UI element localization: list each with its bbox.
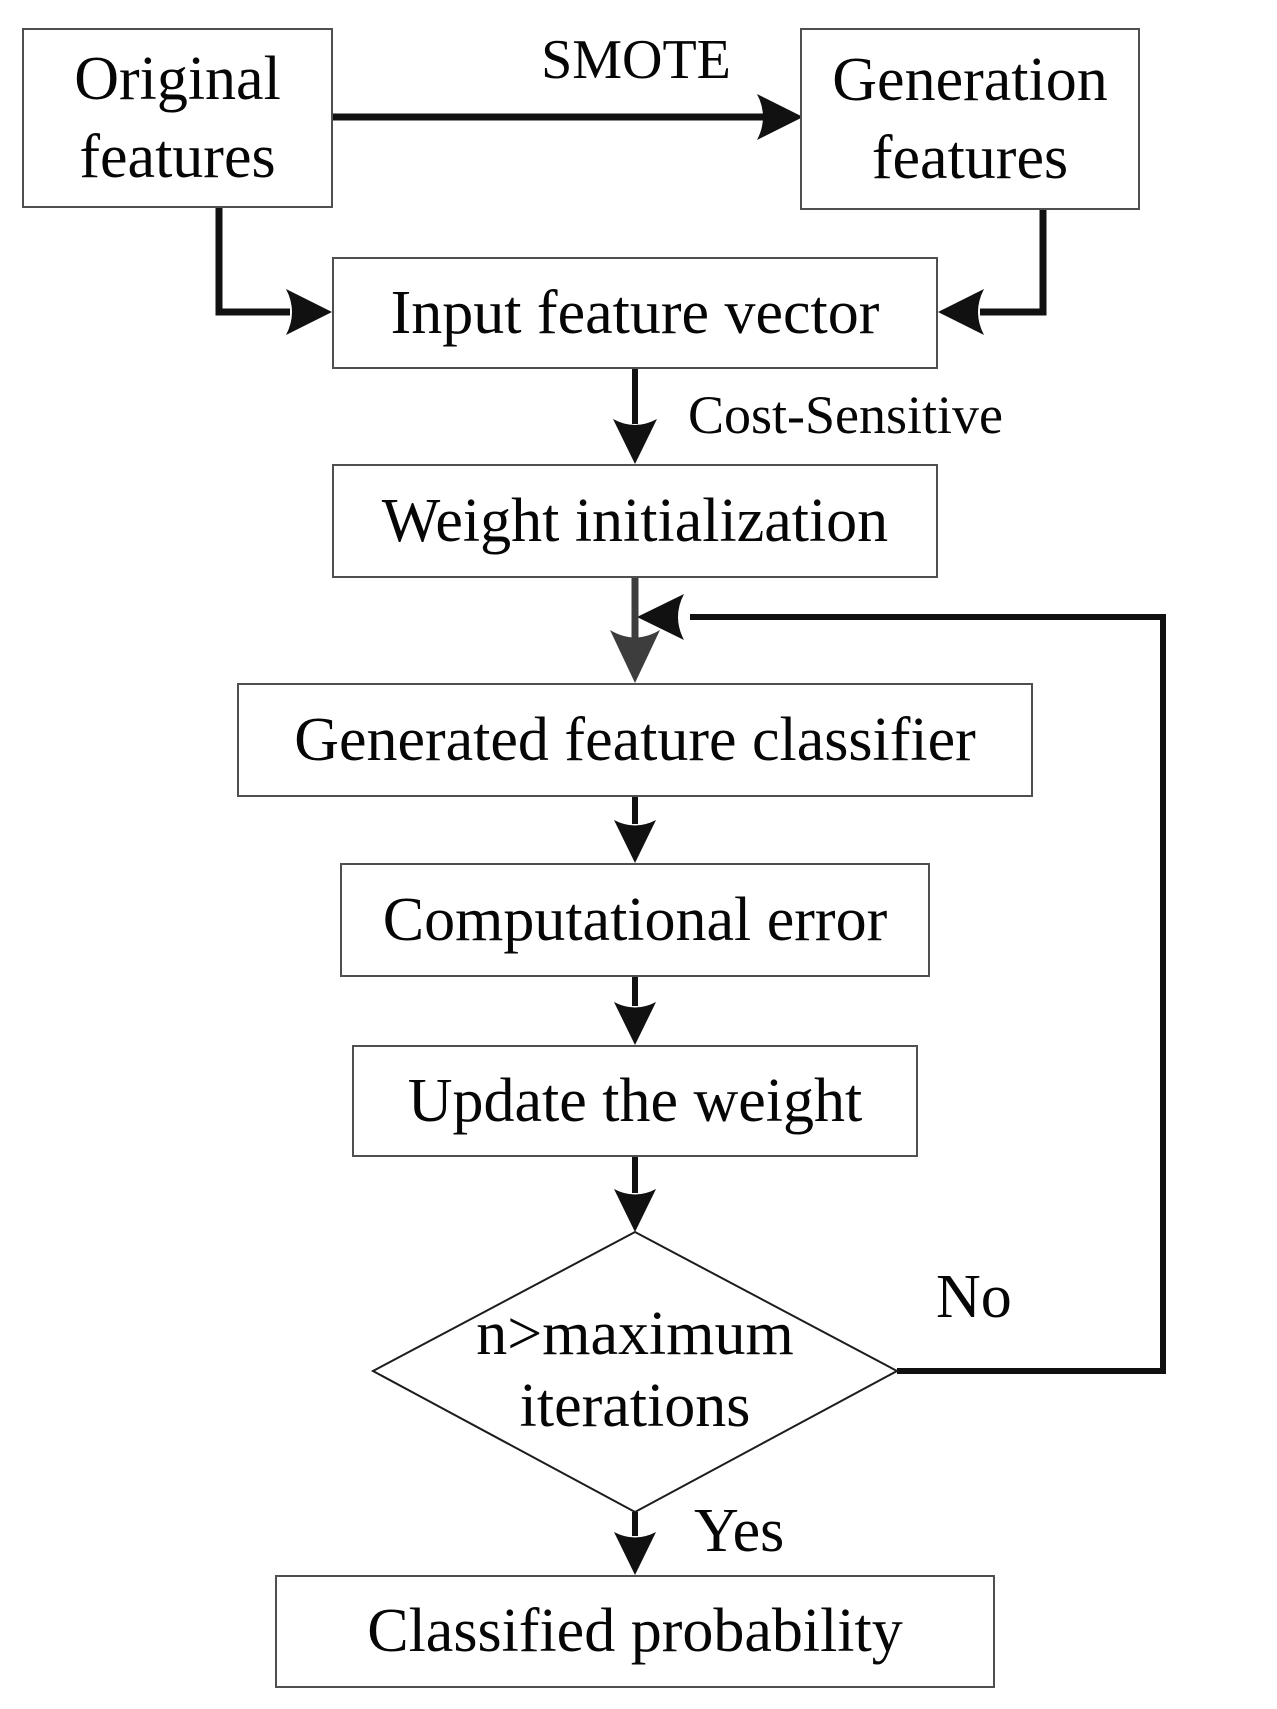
node-classified-probability-label: Classified probability (367, 1597, 903, 1666)
edge-label-no: No (936, 1263, 1012, 1331)
node-weight-initialization-label: Weight initialization (381, 486, 889, 555)
input-to-weight-arrow (613, 369, 657, 464)
node-input-feature-vector-label: Input feature vector (390, 278, 880, 347)
original-to-input-connector (215, 208, 332, 335)
node-input-feature-vector: Input feature vector (332, 257, 938, 369)
yes-arrow (614, 1512, 656, 1575)
node-generated-feature-classifier: Generated feature classifier (237, 683, 1033, 797)
generation-to-input-connector (938, 210, 1047, 335)
update-to-decision-arrow (614, 1157, 656, 1232)
node-decision-line1: n>maximum (476, 1300, 794, 1369)
edge-label-yes: Yes (694, 1497, 785, 1565)
node-generation-features-line2: features (871, 124, 1069, 192)
node-update-the-weight-label: Update the weight (407, 1066, 863, 1135)
edge-label-smote: SMOTE (541, 29, 731, 91)
node-original-features-line2: features (79, 123, 276, 191)
weight-to-classifier-arrow (610, 578, 660, 683)
node-generation-features: Generation features (800, 28, 1140, 210)
node-original-features: Original features (22, 28, 333, 208)
error-to-update-arrow (614, 977, 656, 1045)
node-update-the-weight: Update the weight (352, 1045, 918, 1157)
node-generation-features-line1: Generation (832, 45, 1108, 114)
no-feedback-loop (637, 594, 1166, 1374)
node-decision-line2: iterations (519, 1372, 751, 1440)
node-computational-error-label: Computational error (382, 885, 888, 954)
node-decision-label: n>maximum iterations (435, 1292, 835, 1450)
node-generated-feature-classifier-label: Generated feature classifier (294, 705, 976, 774)
edge-label-cost-sensitive: Cost-Sensitive (688, 385, 1004, 445)
classifier-to-error-arrow (614, 797, 656, 863)
node-original-features-line1: Original (74, 44, 281, 113)
smote-arrow (333, 94, 803, 140)
node-computational-error: Computational error (340, 863, 930, 977)
node-classified-probability: Classified probability (275, 1575, 995, 1688)
node-weight-initialization: Weight initialization (332, 464, 938, 578)
